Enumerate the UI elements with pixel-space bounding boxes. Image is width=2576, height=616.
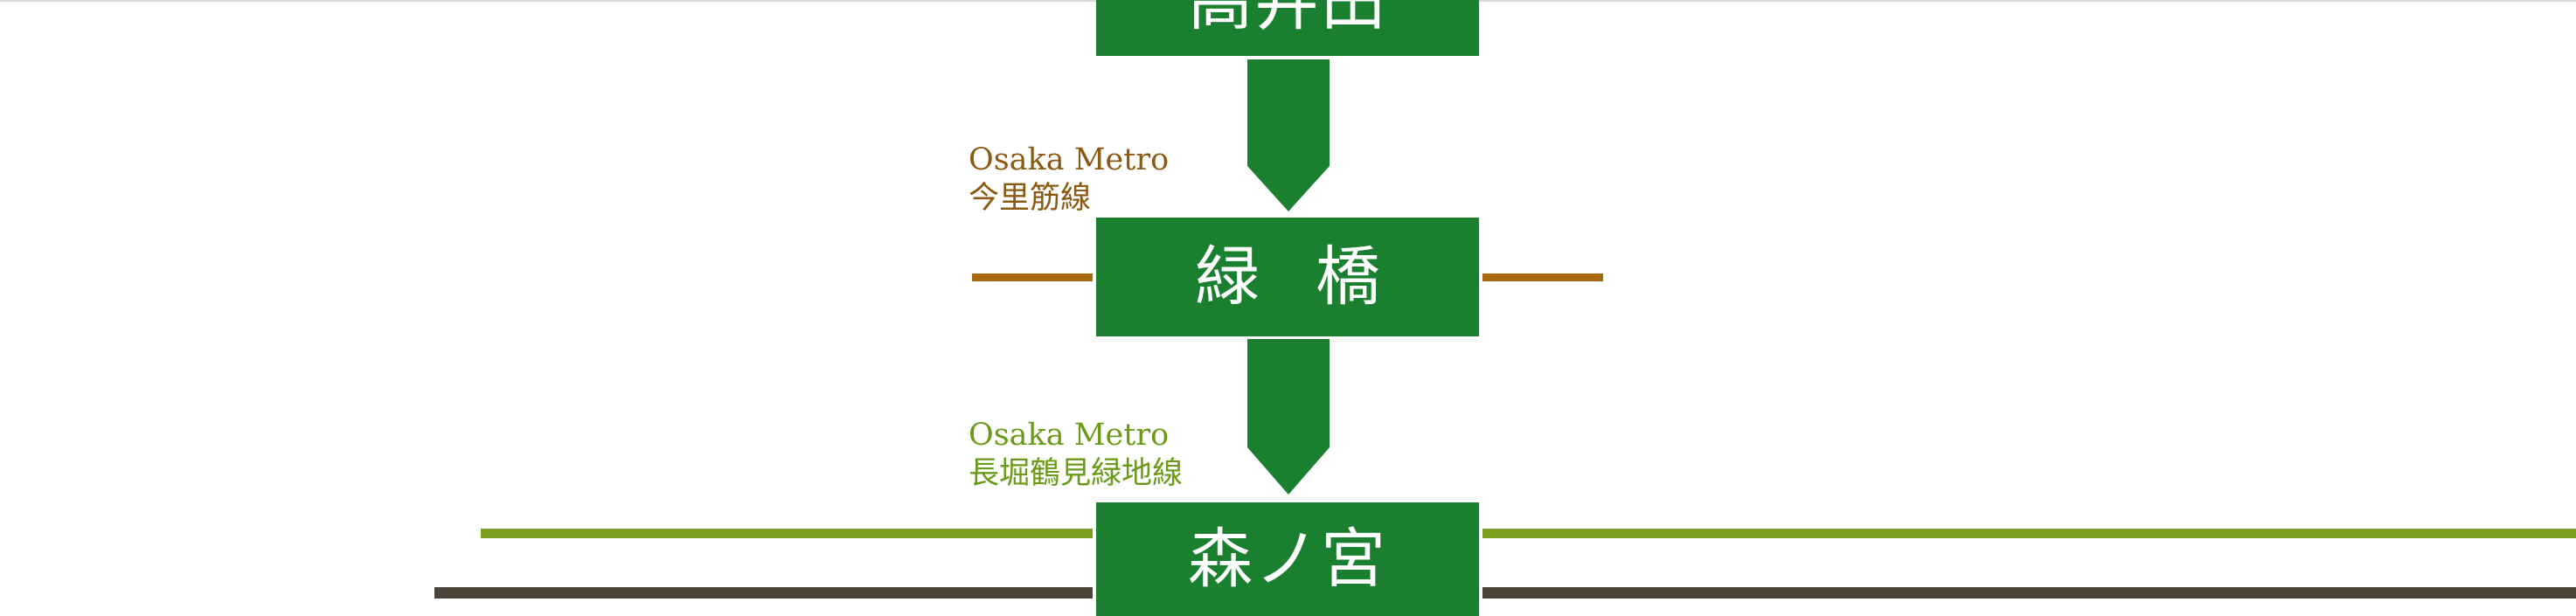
imazato-operator: Osaka Metro <box>969 142 1170 177</box>
down-arrow-icon <box>1247 59 1330 211</box>
station-midoribashi: 緑橋 <box>1096 218 1479 336</box>
nagahori-line-name: 長堀鶴見緑地線 <box>969 456 1184 491</box>
imazato-line-name: 今里筋線 <box>969 181 1092 216</box>
dark-rail-right <box>1482 587 2576 599</box>
imazato-rail-right <box>1482 273 1603 281</box>
station-morinomiya: 森ノ宮 <box>1096 502 1479 616</box>
nagahori-operator: Osaka Metro <box>969 418 1170 453</box>
station-takaida: 高井田 <box>1096 0 1479 56</box>
nagahori-line-label: Osaka Metro 長堀鶴見緑地線 <box>969 416 1183 493</box>
station-name-midoribashi: 緑橋 <box>1195 239 1436 315</box>
nagahori-rail-right <box>1482 529 2576 538</box>
imazato-rail-left <box>972 273 1093 281</box>
station-name-morinomiya: 森ノ宮 <box>1188 522 1387 597</box>
down-arrow-icon <box>1247 339 1330 495</box>
dark-rail-left <box>434 587 1093 599</box>
imazato-line-label: Osaka Metro 今里筋線 <box>969 141 1169 218</box>
station-name-takaida: 高井田 <box>1188 0 1387 39</box>
nagahori-rail-left <box>481 529 1093 538</box>
